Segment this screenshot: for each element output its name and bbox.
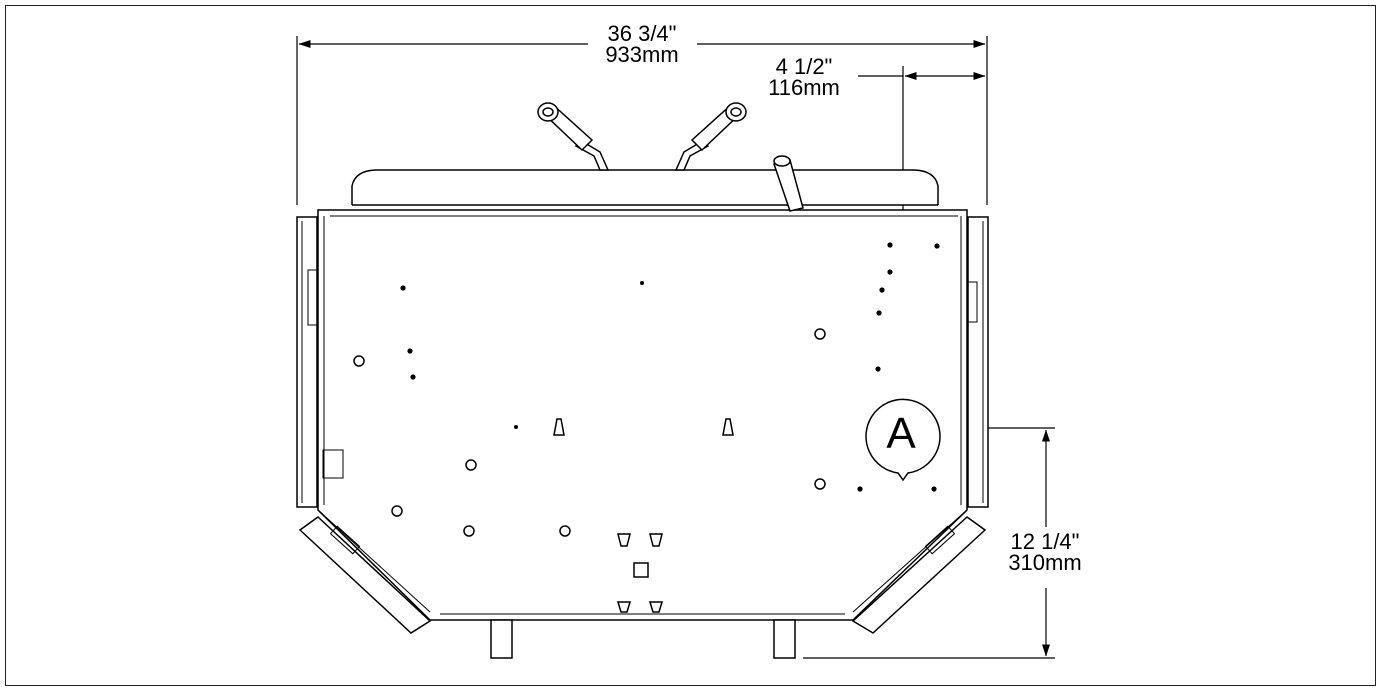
fastener-dots	[400, 242, 940, 492]
diagonal-panel-right	[851, 516, 987, 634]
mounting-screws	[353, 328, 826, 537]
side-rail-left	[296, 216, 318, 508]
height-imperial: 12 1/4"	[1011, 529, 1080, 554]
callout-a-label: A	[886, 409, 916, 458]
appliance-outline	[296, 169, 989, 659]
callout-a-balloon	[865, 398, 941, 482]
handle-center	[773, 155, 804, 212]
main-body	[317, 209, 968, 621]
handle-left	[537, 102, 610, 171]
overall-width-dimension	[296, 36, 988, 205]
leg-right	[773, 619, 796, 659]
leg-left	[490, 619, 513, 659]
offset-imperial: 4 1/2"	[776, 54, 833, 79]
overall-width-metric: 933mm	[605, 42, 678, 67]
brackets	[553, 418, 734, 613]
handle-right	[674, 102, 747, 171]
diagonal-panel-left	[298, 516, 432, 634]
side-rail-right	[967, 216, 989, 508]
top-lid	[351, 169, 939, 205]
body-details	[301, 215, 984, 615]
height-metric: 310mm	[1008, 550, 1081, 575]
overall-width-imperial: 36 3/4"	[608, 21, 677, 46]
offset-metric: 116mm	[768, 75, 840, 100]
